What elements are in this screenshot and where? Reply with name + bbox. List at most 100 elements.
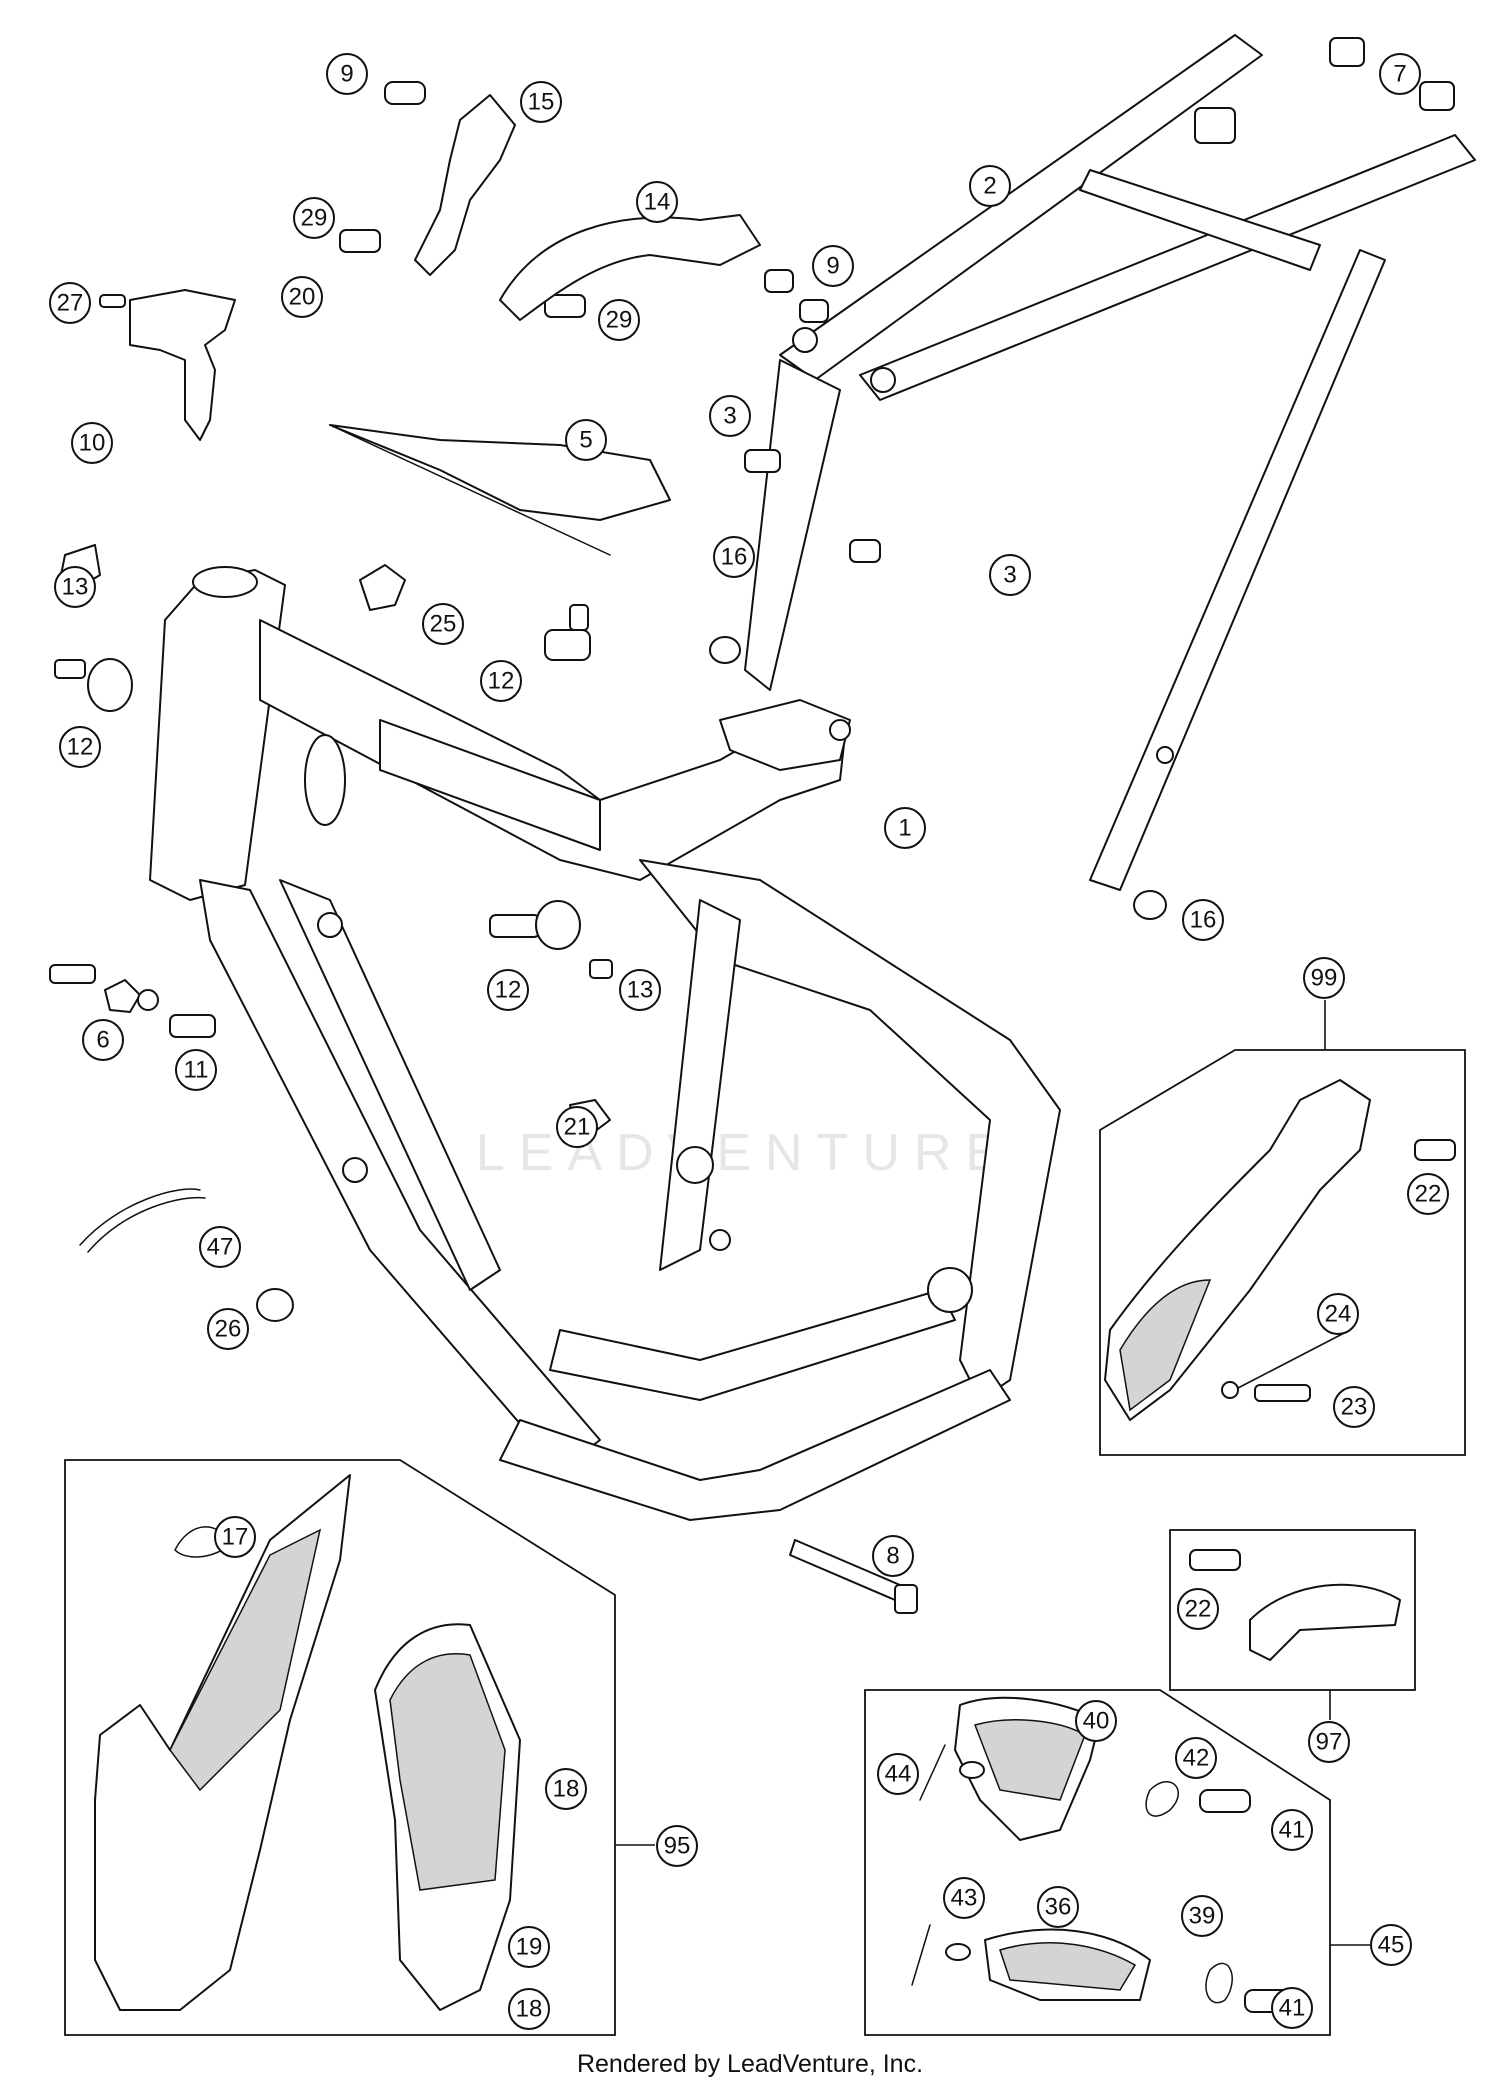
- callout: 22: [1407, 1173, 1449, 1215]
- callout: 41: [1271, 1987, 1313, 2029]
- callout: 16: [713, 536, 755, 578]
- svg-text:12: 12: [495, 977, 522, 1004]
- assembly-box-99: [1099, 1000, 1466, 1456]
- svg-text:41: 41: [1279, 1817, 1306, 1844]
- svg-text:10: 10: [79, 430, 106, 457]
- svg-text:21: 21: [564, 1114, 591, 1141]
- svg-text:17: 17: [222, 1524, 249, 1551]
- callout: 95: [656, 1825, 698, 1867]
- callout: 41: [1271, 1809, 1313, 1851]
- assembly-box-45: [864, 1689, 1370, 2036]
- svg-text:2: 2: [983, 173, 996, 200]
- svg-text:15: 15: [528, 89, 555, 116]
- callout: 27: [49, 282, 91, 324]
- svg-text:36: 36: [1045, 1894, 1072, 1921]
- assembly-box-97: [1169, 1529, 1416, 1720]
- callout: 16: [1182, 899, 1224, 941]
- svg-text:39: 39: [1189, 1903, 1216, 1930]
- callout: 97: [1308, 1721, 1350, 1763]
- callout: 12: [487, 969, 529, 1011]
- svg-text:18: 18: [553, 1776, 580, 1803]
- svg-text:45: 45: [1378, 1932, 1405, 1959]
- callout: 10: [71, 422, 113, 464]
- callout: 9: [326, 53, 368, 95]
- callout: 14: [636, 181, 678, 223]
- callout: 39: [1181, 1895, 1223, 1937]
- svg-text:14: 14: [644, 189, 671, 216]
- callout: 45: [1370, 1924, 1412, 1966]
- callout: 8: [872, 1535, 914, 1577]
- svg-text:43: 43: [951, 1885, 978, 1912]
- callout: 9: [812, 245, 854, 287]
- callout: 15: [520, 81, 562, 123]
- svg-text:18: 18: [516, 1996, 543, 2023]
- subframe: [744, 34, 1476, 891]
- svg-text:7: 7: [1393, 61, 1406, 88]
- callout: 11: [175, 1049, 217, 1091]
- svg-text:9: 9: [826, 253, 839, 280]
- callout: 20: [281, 276, 323, 318]
- callout: 26: [207, 1308, 249, 1350]
- svg-text:25: 25: [430, 611, 457, 638]
- svg-text:29: 29: [301, 205, 328, 232]
- svg-text:26: 26: [215, 1316, 242, 1343]
- callout: 24: [1317, 1293, 1359, 1335]
- callout: 40: [1075, 1700, 1117, 1742]
- loose-parts: [49, 37, 1455, 1614]
- callout: 19: [508, 1926, 550, 1968]
- svg-text:13: 13: [627, 977, 654, 1004]
- callout: 21: [556, 1106, 598, 1148]
- svg-text:20: 20: [289, 284, 316, 311]
- svg-text:19: 19: [516, 1934, 543, 1961]
- svg-text:40: 40: [1083, 1708, 1110, 1735]
- svg-text:44: 44: [885, 1761, 912, 1788]
- callout: 29: [293, 197, 335, 239]
- callout: 43: [943, 1877, 985, 1919]
- callout: 12: [59, 726, 101, 768]
- svg-text:12: 12: [67, 734, 94, 761]
- callout: 3: [709, 395, 751, 437]
- callout: 5: [565, 419, 607, 461]
- callout: 99: [1303, 957, 1345, 999]
- callout: 1: [884, 807, 926, 849]
- svg-text:29: 29: [606, 307, 633, 334]
- svg-text:12: 12: [488, 668, 515, 695]
- callout: 17: [214, 1516, 256, 1558]
- svg-text:27: 27: [57, 290, 84, 317]
- callout: 44: [877, 1753, 919, 1795]
- svg-text:24: 24: [1325, 1301, 1352, 1328]
- svg-text:6: 6: [96, 1027, 109, 1054]
- svg-text:1: 1: [898, 815, 911, 842]
- callout: 42: [1175, 1737, 1217, 1779]
- svg-text:11: 11: [184, 1057, 209, 1084]
- watermark-text: LEADVENTURE: [476, 1124, 1014, 1182]
- svg-text:5: 5: [579, 427, 592, 454]
- callout: 3: [989, 554, 1031, 596]
- callout: 29: [598, 299, 640, 341]
- svg-text:47: 47: [207, 1234, 234, 1261]
- callout: 12: [480, 660, 522, 702]
- svg-text:99: 99: [1311, 965, 1338, 992]
- svg-text:23: 23: [1341, 1394, 1368, 1421]
- svg-text:3: 3: [1003, 562, 1016, 589]
- callout: 25: [422, 603, 464, 645]
- assembly-box-95: [64, 1459, 655, 2036]
- svg-text:9: 9: [340, 61, 353, 88]
- callout: 23: [1333, 1386, 1375, 1428]
- callout: 2: [969, 165, 1011, 207]
- svg-text:97: 97: [1316, 1729, 1343, 1756]
- main-frame: [149, 566, 1061, 1521]
- callout: 18: [508, 1988, 550, 2030]
- callout: 13: [54, 566, 96, 608]
- svg-text:13: 13: [62, 574, 89, 601]
- svg-text:41: 41: [1279, 1995, 1306, 2022]
- footer-credit: Rendered by LeadVenture, Inc.: [576, 2050, 924, 2078]
- callout: 7: [1379, 53, 1421, 95]
- svg-text:16: 16: [721, 544, 748, 571]
- svg-text:16: 16: [1190, 907, 1217, 934]
- callout: 6: [82, 1019, 124, 1061]
- callout: 36: [1037, 1886, 1079, 1928]
- svg-text:22: 22: [1185, 1596, 1212, 1623]
- callout: 47: [199, 1226, 241, 1268]
